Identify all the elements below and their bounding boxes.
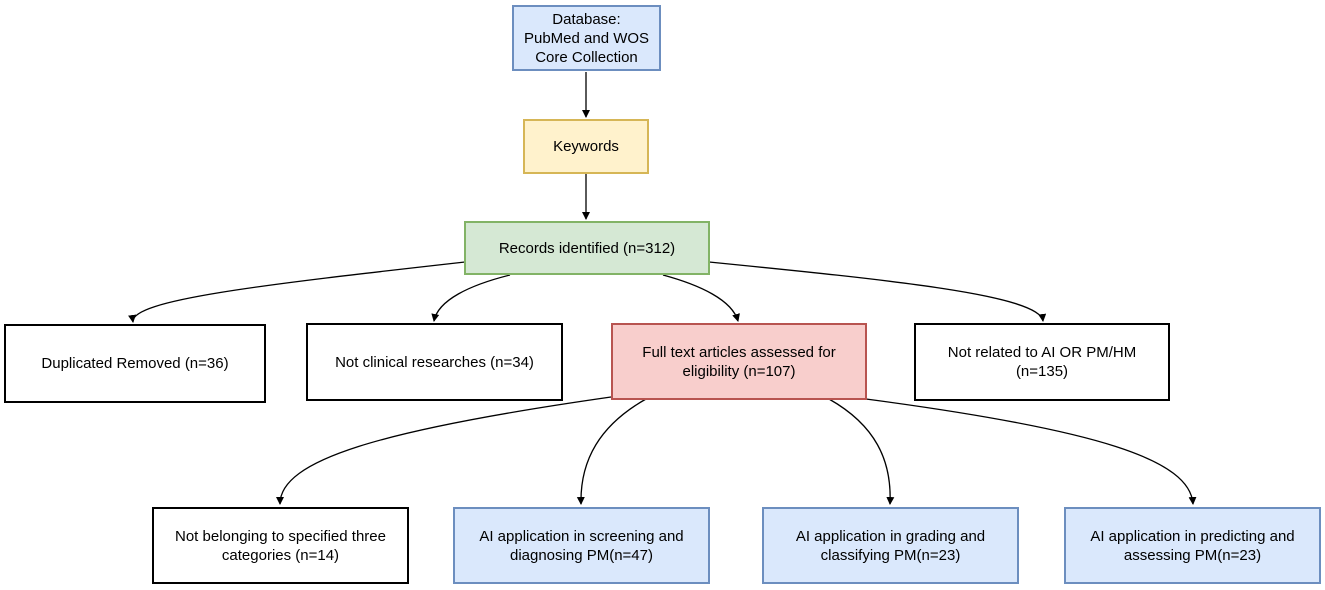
arrow-records-to-full-text (662, 274, 740, 322)
records-label: Records identified (n=312) (498, 239, 676, 257)
arrow-full-text-to-not-belonging (276, 396, 612, 505)
screening-label: AI application in screening and diagnosi… (479, 527, 684, 564)
duplicated-node: Duplicated Removed (n=36) (4, 324, 266, 403)
not-belonging-label: Not belonging to specified three categor… (175, 527, 386, 564)
records-node: Records identified (n=312) (464, 221, 710, 275)
keywords-label: Keywords (553, 138, 619, 155)
not-clinical-label: Not clinical researches (n=34) (335, 353, 534, 371)
predicting-label: AI application in predicting and assessi… (1090, 527, 1295, 564)
not-related-node: Not related to AI OR PM/HM (n=135) (914, 323, 1170, 401)
screening-node: AI application in screening and diagnosi… (453, 507, 710, 584)
not-clinical-node: Not clinical researches (n=34) (306, 323, 563, 401)
arrow-records-to-duplicated (128, 261, 466, 323)
predicting-node: AI application in predicting and assessi… (1064, 507, 1321, 584)
keywords-node: Keywords (523, 119, 649, 174)
database-label: Database: PubMed and WOS Core Collection (523, 10, 650, 66)
arrow-records-to-not-related (708, 261, 1047, 322)
full-text-node: Full text articles assessed for eligibil… (611, 323, 867, 400)
not-belonging-node: Not belonging to specified three categor… (152, 507, 409, 584)
arrow-full-text-to-screening (576, 398, 647, 505)
arrow-full-text-to-grading (828, 398, 895, 505)
duplicated-label: Duplicated Removed (n=36) (41, 355, 229, 372)
grading-label: AI application in grading and classifyin… (795, 527, 986, 564)
not-related-label: Not related to AI OR PM/HM (n=135) (947, 344, 1137, 380)
grading-node: AI application in grading and classifyin… (762, 507, 1019, 584)
database-node: Database: PubMed and WOS Core Collection (512, 5, 661, 71)
arrow-full-text-to-predicting (865, 398, 1197, 505)
full-text-label: Full text articles assessed for eligibil… (642, 343, 836, 380)
arrow-records-to-not-clinical (431, 274, 511, 322)
